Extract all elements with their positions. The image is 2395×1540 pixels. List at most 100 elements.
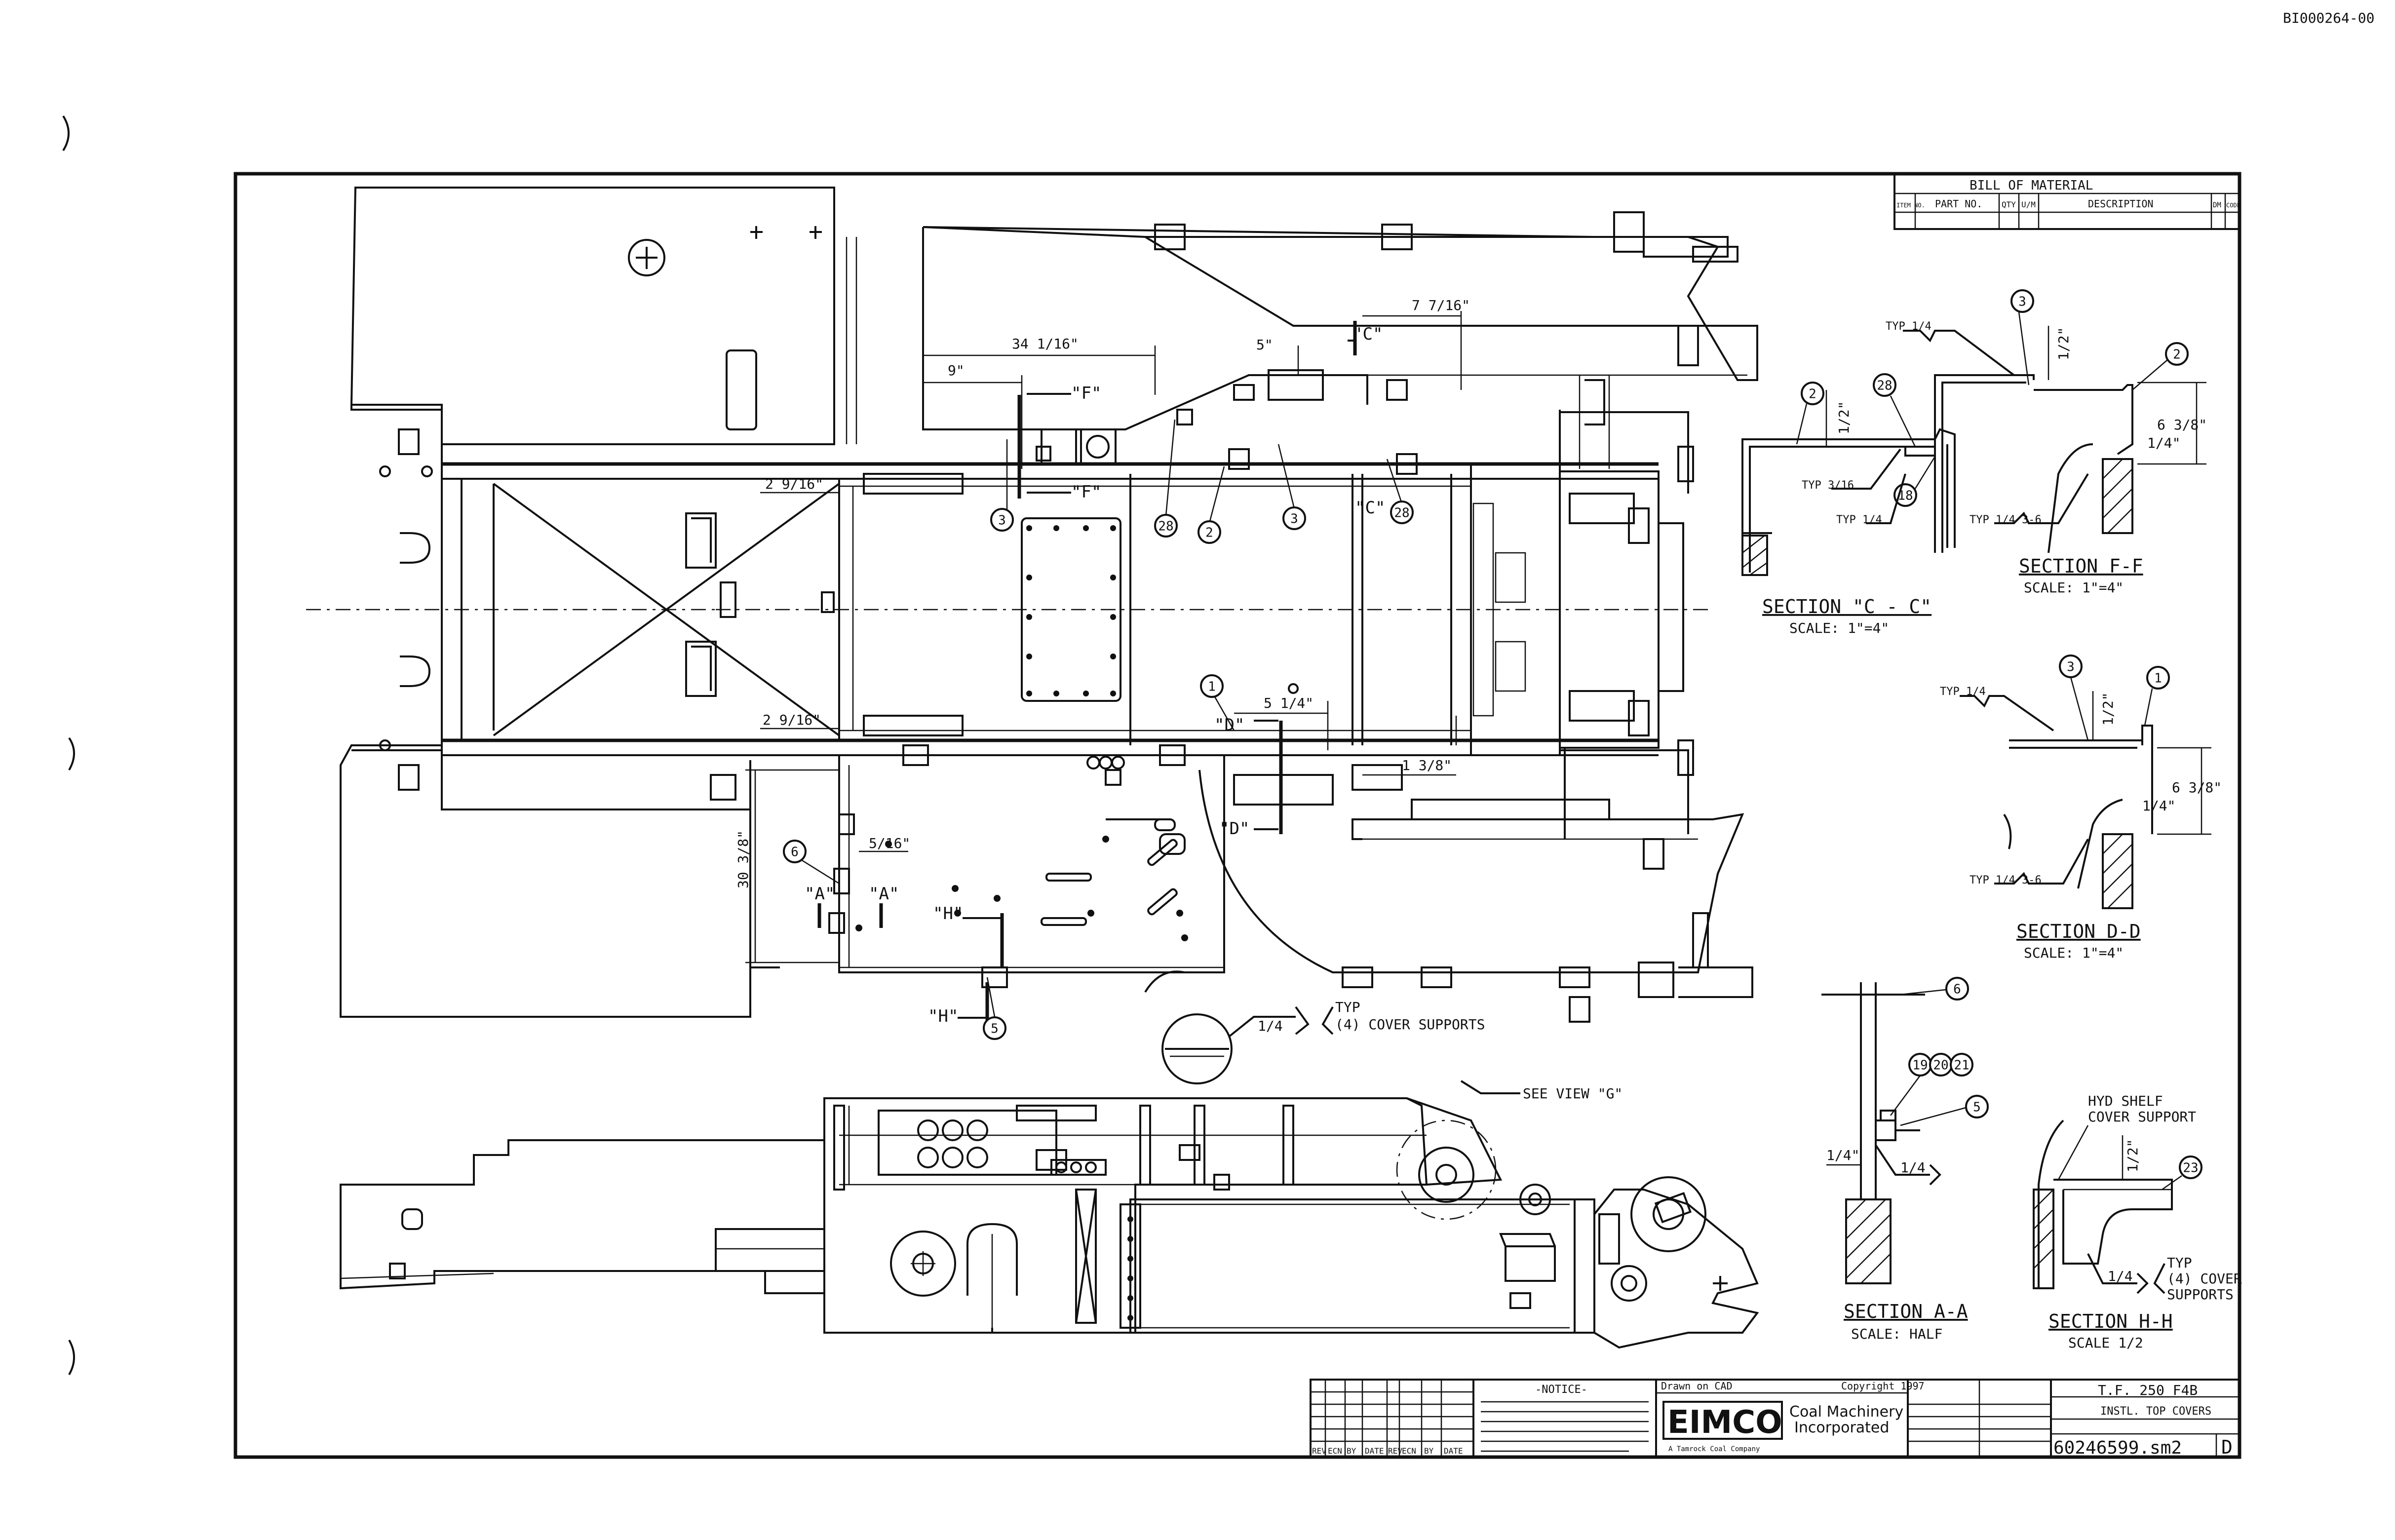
dd-dim2: 1/4": [2142, 798, 2175, 814]
bom-title: BILL OF MATERIAL: [1970, 178, 2093, 193]
dd-scale: SCALE: 1"=4": [2024, 945, 2124, 961]
svg-text:REV: REV: [1388, 1446, 1402, 1456]
dim-2-9-16-top: 2 9/16": [765, 476, 823, 492]
svg-text:3: 3: [2067, 660, 2075, 675]
copyright: Copyright 1997: [1841, 1380, 1925, 1392]
section-h-h: 1/2" HYD SHELF COVER SUPPORT 23 1/4 TYP …: [2033, 1093, 2242, 1351]
cc-half: 1/2": [1836, 401, 1852, 434]
svg-text:2: 2: [1809, 387, 1816, 402]
cc-weld1: TYP 3/16: [1802, 479, 1854, 492]
bom-col-part: PART NO.: [1935, 198, 1982, 210]
title-line1: T.F. 250 F4B: [2098, 1382, 2198, 1398]
svg-text:2: 2: [1205, 526, 1213, 540]
dim-34-1-16: 34 1/16": [1012, 336, 1079, 352]
sheet-id: BI000264-00: [2283, 10, 2374, 26]
aa-weld1: 1/4": [1826, 1147, 1859, 1163]
svg-text:ECN: ECN: [1328, 1446, 1342, 1456]
sec-d-top: "D": [1214, 715, 1244, 735]
binder-marks: [62, 115, 75, 1375]
dim-9: 9": [948, 362, 965, 379]
dd-weld1: TYP 1/4: [1940, 686, 1986, 698]
hh-weld: 1/4: [2108, 1268, 2133, 1284]
svg-text:DATE: DATE: [1444, 1446, 1463, 1456]
dd-title: SECTION D-D: [2016, 921, 2141, 942]
svg-text:5: 5: [991, 1022, 999, 1037]
section-f-f: 1/2" 6 3/8" 1/4" 3 2 TYP 1/4 TYP 1/4 3-6…: [1886, 289, 2207, 596]
sec-d-bot: "D": [1219, 819, 1249, 839]
bom-col-item: ITEM NO.: [1896, 202, 1925, 209]
cc-scale: SCALE: 1"=4": [1789, 620, 1889, 636]
svg-text:3: 3: [2018, 295, 2026, 309]
bom-col-dm: DM: [2213, 201, 2221, 209]
svg-text:28: 28: [1877, 379, 1892, 393]
company-line3: A Tamrock Coal Company: [1668, 1445, 1760, 1453]
sec-h-top: "H": [933, 904, 963, 924]
drawing-border: [233, 172, 2241, 1459]
sec-f-bot: "F": [1071, 482, 1101, 502]
hh-scale: SCALE 1/2: [2068, 1335, 2143, 1351]
sec-a-right: "A": [869, 884, 899, 904]
svg-text:6: 6: [791, 845, 799, 860]
hh-half: 1/2": [2125, 1139, 2141, 1172]
dd-weld2: TYP 1/4 3-6: [1970, 874, 2042, 886]
revision-letter: D: [2221, 1436, 2233, 1458]
notice-title: -NOTICE-: [1535, 1384, 1587, 1396]
ff-scale: SCALE: 1"=4": [2024, 579, 2124, 596]
dd-half: 1/2": [2100, 693, 2116, 726]
dim-5-16: 5/16": [869, 835, 910, 851]
svg-text:3: 3: [1290, 512, 1298, 527]
section-c-c: 1/2" 2 28 18 TYP 3/16 TYP 1/4 SECTION "C…: [1741, 373, 1956, 636]
dim-7-7-16: 7 7/16": [1412, 297, 1470, 313]
drawing-number: 60246599.sm2: [2053, 1438, 2182, 1458]
title-line2: INSTL. TOP COVERS: [2100, 1405, 2211, 1418]
dim-30-3-8: 30 3/8": [735, 830, 751, 888]
svg-text:3: 3: [998, 513, 1006, 528]
svg-text:REV: REV: [1312, 1446, 1326, 1456]
typ-cover-supports: TYP: [1335, 999, 1360, 1015]
cc-title: SECTION "C - C": [1762, 596, 1931, 617]
dim-5-1-4: 5 1/4": [1264, 695, 1313, 711]
aa-weld2: 1/4: [1900, 1159, 1926, 1176]
bom-col-desc: DESCRIPTION: [2088, 198, 2153, 210]
aa-scale: SCALE: HALF: [1851, 1326, 1942, 1342]
bom-col-qty: QTY: [2002, 200, 2016, 209]
bom-col-code: CODE: [2226, 202, 2240, 209]
svg-text:1: 1: [2154, 671, 2162, 686]
ff-weld1: TYP 1/4: [1886, 320, 1931, 333]
company-logo: EIMCO: [1667, 1404, 1782, 1441]
svg-text:5: 5: [1973, 1100, 1981, 1115]
hh-title: SECTION H-H: [2048, 1310, 2173, 1332]
section-d-d: 1/2" 6 3/8" 1/4" 3 1 TYP 1/4 TYP 1/4 3-6…: [1940, 654, 2222, 961]
svg-text:28: 28: [1394, 506, 1409, 521]
svg-text:2: 2: [2173, 347, 2181, 362]
hh-label1: HYD SHELF: [2088, 1093, 2163, 1109]
dim-2-9-16-bot: 2 9/16": [763, 712, 821, 728]
svg-text:DATE: DATE: [1365, 1446, 1384, 1456]
svg-text:BY: BY: [1347, 1446, 1356, 1456]
svg-text:21: 21: [1954, 1058, 1969, 1073]
plan-view: [306, 187, 1758, 1023]
svg-text:ECN: ECN: [1402, 1446, 1416, 1456]
dim-1-3-8: 1 3/8": [1402, 757, 1452, 773]
weld-cover-supports: 1/4: [1258, 1018, 1283, 1034]
hh-label4: SUPPORTS: [2167, 1286, 2234, 1303]
see-view-g: SEE VIEW "G": [1523, 1085, 1622, 1102]
section-a-a: 6 19 20 21 5 1/4" 1/4 SECTION A-A SCALE:…: [1821, 977, 1989, 1342]
drawn-on-cad: Drawn on CAD: [1661, 1380, 1733, 1392]
hh-label3: (4) COVER: [2167, 1270, 2242, 1287]
aa-title: SECTION A-A: [1844, 1301, 1968, 1322]
hh-label2: COVER SUPPORT: [2088, 1109, 2196, 1125]
cover-supports-label: (4) COVER SUPPORTS: [1335, 1016, 1485, 1033]
svg-text:28: 28: [1158, 519, 1173, 534]
svg-text:6: 6: [1953, 982, 1961, 997]
dim-5: 5": [1256, 337, 1273, 353]
ff-half: 1/2": [2055, 327, 2072, 360]
plate-bolts: [1026, 525, 1116, 696]
plan-view-balloons: 3 28 2 3 28 1 6 5: [783, 419, 1414, 1040]
title-block: REV ECN BY DATE REV ECN BY DATE -NOTICE-…: [1310, 1379, 2240, 1458]
dd-dim1: 6 3/8": [2172, 779, 2222, 796]
ff-weld2: TYP 1/4 3-6: [1970, 514, 2042, 526]
sec-c-bot: "C": [1355, 498, 1385, 518]
svg-text:20: 20: [1933, 1058, 1948, 1073]
